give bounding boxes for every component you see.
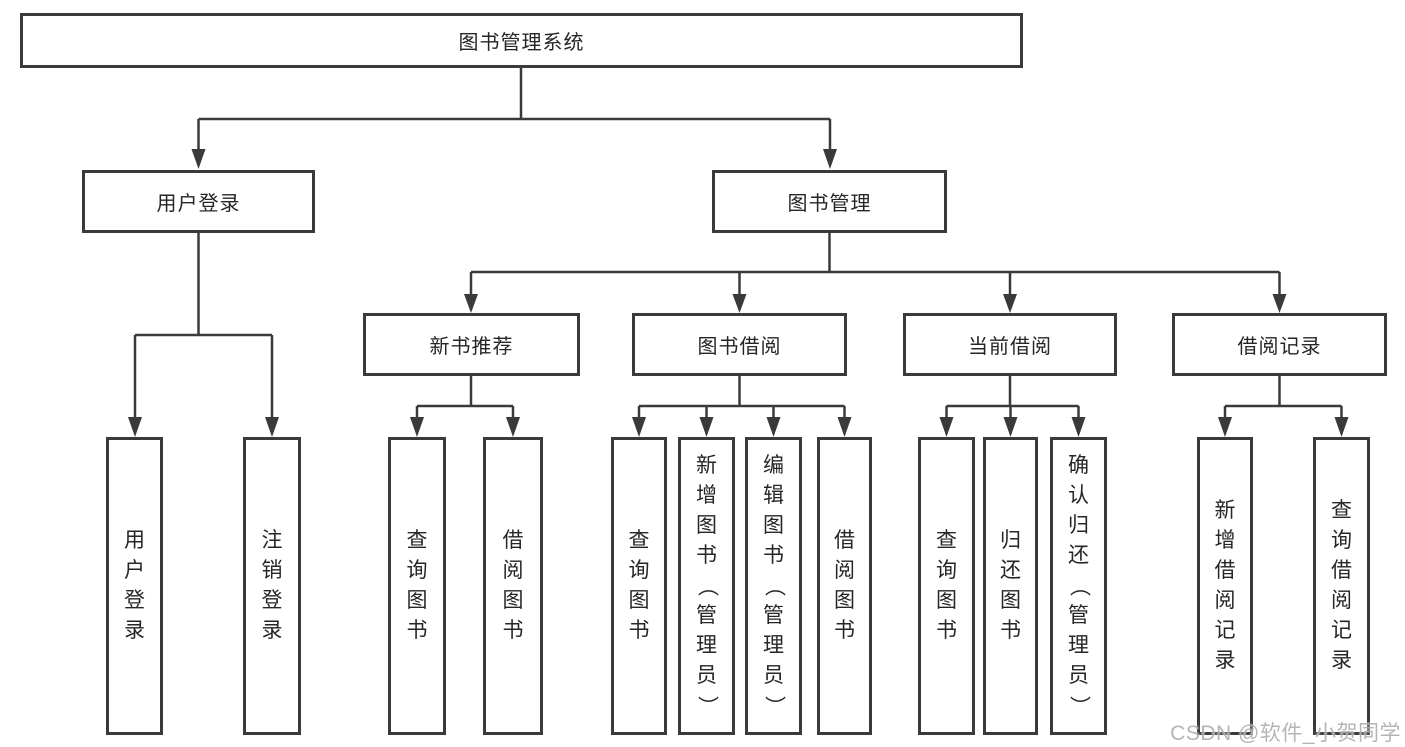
leaf-label: 查询图书 <box>936 529 957 642</box>
node-label: 用户登录 <box>156 193 241 215</box>
arrow-icon <box>1003 294 1017 313</box>
arrow-icon <box>464 294 478 313</box>
node-label: 新书推荐 <box>429 336 514 358</box>
arrow-icon <box>191 149 206 169</box>
leaf-query-books-recommend: 查询图书 <box>388 437 446 735</box>
arrow-icon <box>1272 294 1287 313</box>
arrow-icon <box>506 417 520 437</box>
node-library-system: 图书管理系统 <box>20 13 1023 68</box>
node-user-login: 用户登录 <box>82 170 315 233</box>
leaf-label: 确认归还（管理员） <box>1067 454 1091 717</box>
node-new-book-recommend: 新书推荐 <box>363 313 580 376</box>
node-book-borrowing: 图书借阅 <box>632 313 847 376</box>
leaf-label: 查询图书 <box>406 529 428 642</box>
node-label: 图书借阅 <box>697 336 782 358</box>
arrow-icon <box>1071 417 1086 437</box>
leaf-label: 用户登录 <box>124 529 145 642</box>
leaf-label: 新增图书（管理员） <box>695 454 719 717</box>
leaf-edit-book-admin: 编辑图书（管理员） <box>745 437 802 735</box>
arrow-icon <box>732 294 747 313</box>
arrow-icon <box>1003 417 1018 437</box>
node-borrowing-records: 借阅记录 <box>1172 313 1387 376</box>
leaf-label: 归还图书 <box>1000 529 1021 642</box>
arrow-icon <box>632 417 646 437</box>
node-book-management: 图书管理 <box>712 170 947 233</box>
arrow-icon <box>410 417 424 437</box>
arrow-icon <box>699 417 714 437</box>
leaf-return-book: 归还图书 <box>983 437 1038 735</box>
leaf-label: 借阅图书 <box>834 529 855 642</box>
arrow-icon <box>766 417 781 437</box>
node-label: 图书管理系统 <box>458 32 585 54</box>
leaf-add-book-admin: 新增图书（管理员） <box>678 437 735 735</box>
arrow-icon <box>1334 417 1349 437</box>
arrow-icon <box>128 417 142 437</box>
node-current-borrowing: 当前借阅 <box>903 313 1117 376</box>
node-label: 借阅记录 <box>1237 336 1322 358</box>
leaf-label: 查询图书 <box>628 529 650 642</box>
arrow-icon <box>265 417 279 437</box>
arrow-icon <box>823 149 837 169</box>
leaf-label: 注销登录 <box>261 529 283 642</box>
leaf-query-books-borrowing: 查询图书 <box>611 437 667 735</box>
node-label: 当前借阅 <box>968 336 1052 358</box>
leaf-query-borrow-record: 查询借阅记录 <box>1313 437 1370 735</box>
arrow-icon <box>1218 417 1232 437</box>
leaf-confirm-return-admin: 确认归还（管理员） <box>1050 437 1107 735</box>
csdn-watermark: CSDN @软件_小贺同学 <box>1170 722 1401 745</box>
leaf-label: 新增借阅记录 <box>1214 499 1236 672</box>
leaf-label: 借阅图书 <box>502 529 524 642</box>
leaf-logout: 注销登录 <box>243 437 301 735</box>
leaf-query-books-current: 查询图书 <box>918 437 975 735</box>
arrow-icon <box>837 417 852 437</box>
leaf-user-login: 用户登录 <box>106 437 163 735</box>
leaf-borrow-books-recommend: 借阅图书 <box>483 437 543 735</box>
leaf-label: 查询借阅记录 <box>1331 499 1352 672</box>
leaf-borrow-books-borrowing: 借阅图书 <box>817 437 872 735</box>
leaf-label: 编辑图书（管理员） <box>762 454 786 717</box>
arrow-icon <box>939 417 954 437</box>
node-label: 图书管理 <box>787 193 872 215</box>
leaf-add-borrow-record: 新增借阅记录 <box>1197 437 1253 735</box>
arrowheads <box>128 149 1349 437</box>
